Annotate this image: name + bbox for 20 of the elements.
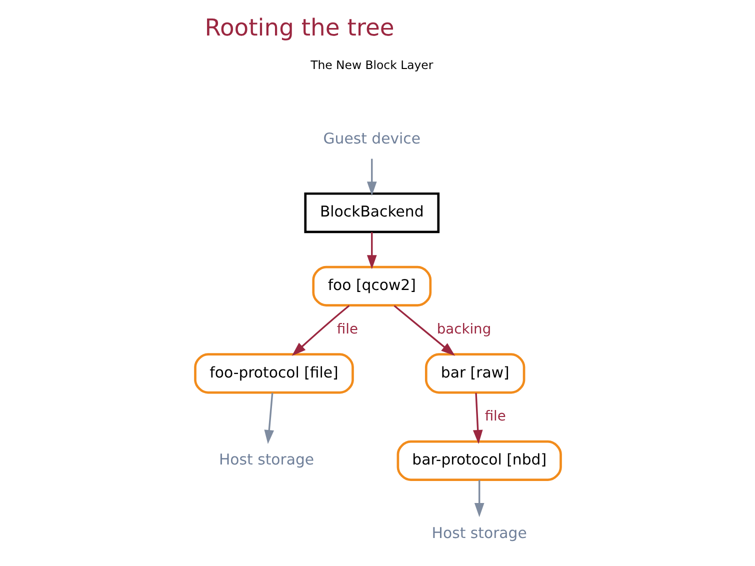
node-text: Host storage (218, 450, 314, 469)
node-box: foo-protocol [file] (194, 353, 354, 394)
arrow (472, 392, 482, 444)
arrow (264, 392, 274, 444)
arrow (366, 158, 376, 196)
arrow (291, 305, 350, 356)
diagram-title: Rooting the tree (204, 14, 394, 42)
node-box: foo [qcow2] (312, 266, 432, 307)
arrow (366, 232, 376, 270)
node-box: bar-protocol [nbd] (396, 440, 562, 481)
node-text: Host storage (431, 524, 526, 542)
arrow (393, 305, 455, 356)
node-text: Guest device (322, 129, 420, 148)
node-box: BlockBackend (304, 192, 440, 234)
label: The New Block Layer (310, 58, 433, 72)
edge-label: backing (436, 321, 491, 338)
edge-label: file (336, 321, 358, 338)
edge-label: file (484, 408, 506, 425)
arrow (474, 480, 484, 518)
node-box: bar [raw] (424, 353, 525, 394)
